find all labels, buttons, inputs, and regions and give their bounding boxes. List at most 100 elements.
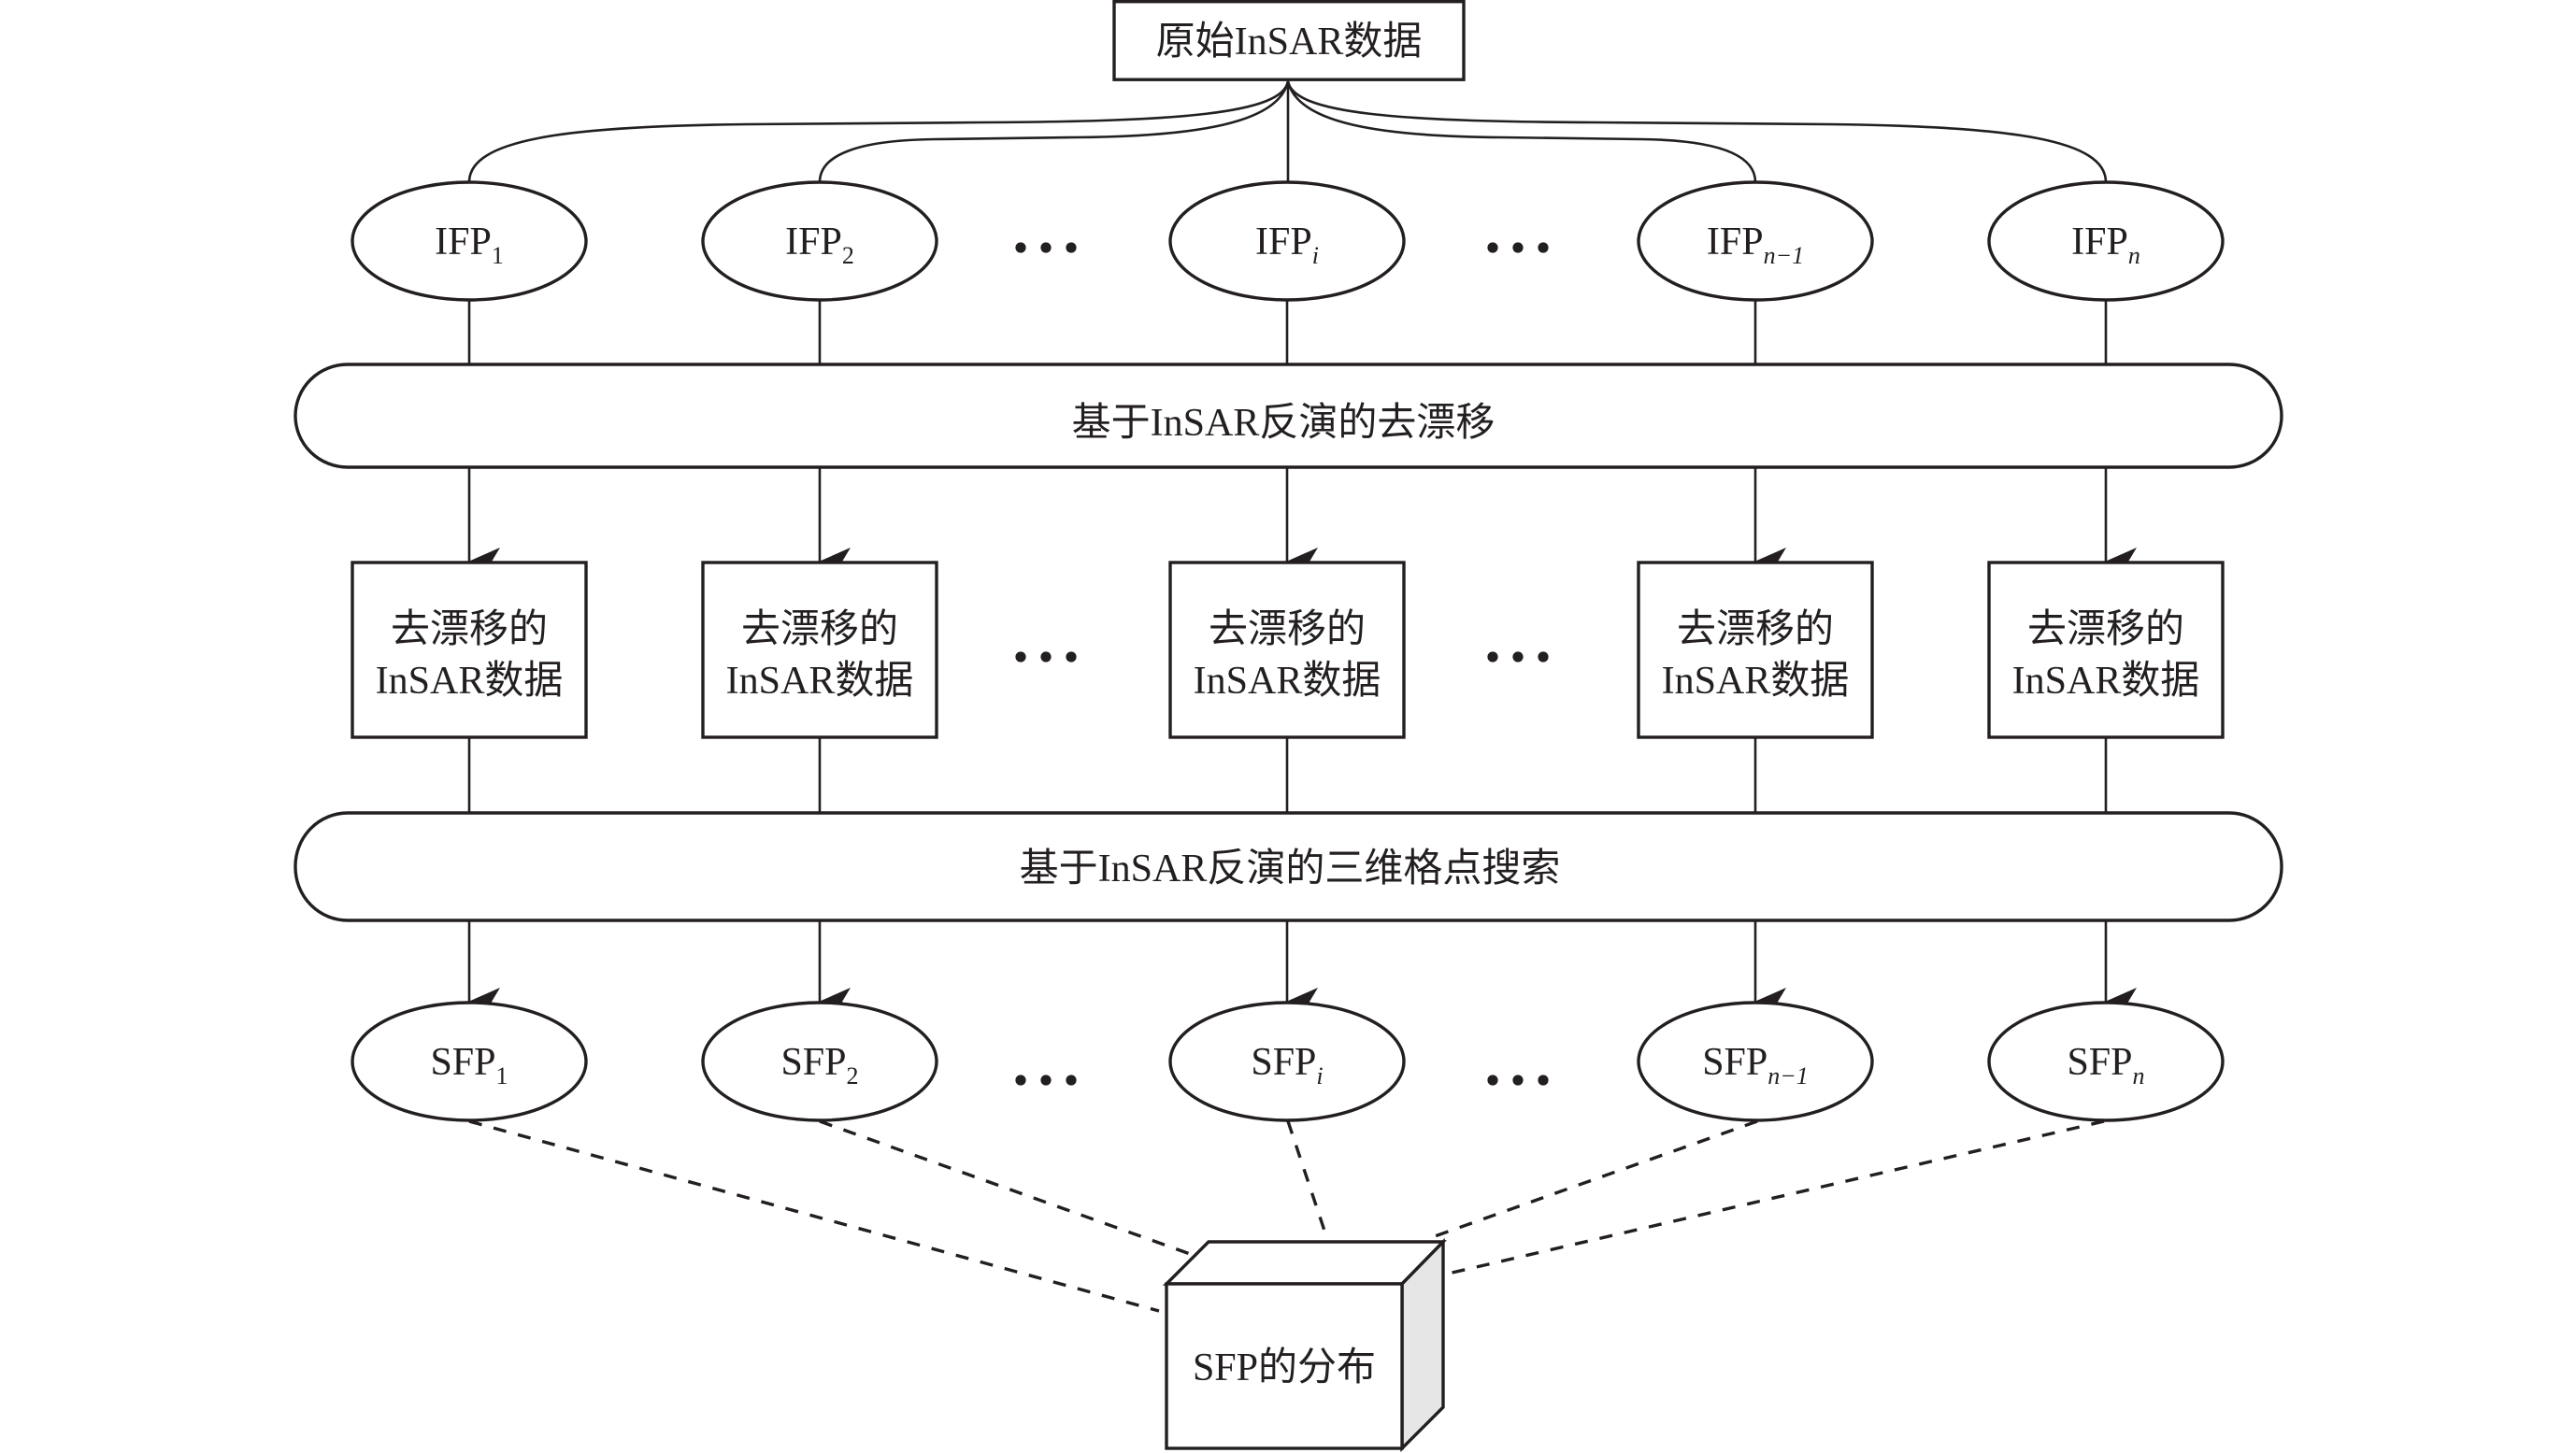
ellipsis-icon (1015, 242, 1077, 253)
sfp-to-distribution-links (468, 1119, 2105, 1313)
ellipsis-dot (1512, 242, 1524, 253)
dashed-link-sfpi (1286, 1120, 1327, 1234)
detrended-data-box-line1: 去漂移的 (1209, 608, 1366, 651)
ifp-label-subscript: n−1 (1764, 242, 1805, 269)
ifp-label: IFPi (1255, 221, 1319, 269)
detrended-data-box: 去漂移的 InSAR数据 (1987, 561, 2225, 739)
process-band-detrend: 基于InSAR反演的去漂移 (293, 363, 2283, 469)
ellipsis-dot (1015, 1075, 1026, 1086)
ifp-node: IFPn (1987, 180, 2225, 302)
ellipsis-dot (1487, 1075, 1498, 1086)
detrended-data-box-line1: 去漂移的 (391, 608, 548, 651)
sfp-label: SFP1 (430, 1041, 508, 1090)
detrended-data-box: 去漂移的 InSAR数据 (1168, 561, 1406, 739)
detrended-data-box-shape (351, 561, 588, 739)
connector-source-ifpn (1286, 80, 2108, 183)
connector-source-ifp2 (818, 80, 1290, 183)
detrended-data-box-line2: InSAR数据 (2012, 660, 2200, 703)
ellipsis-markers (1015, 242, 1549, 1086)
ifp-label: IFP2 (785, 221, 854, 269)
sfp-ellipse (1987, 1001, 2225, 1122)
ifp-node: IFP1 (351, 180, 588, 302)
detrended-data-box-shape (1987, 561, 2225, 739)
fan-out-connectors (467, 80, 2108, 183)
ifp-label-subscript: i (1312, 242, 1319, 269)
ellipsis-dot (1040, 242, 1052, 253)
cube-top-face (1162, 1240, 1448, 1286)
process-band-grid-search-label: 基于InSAR反演的三维格点搜索 (1020, 848, 1561, 890)
sfp-node: SFP2 (701, 1001, 938, 1122)
ifp-label-base: IFP (2071, 221, 2128, 264)
ellipsis-dot (1538, 242, 1549, 253)
detrended-data-box-shape (1637, 561, 1874, 739)
ifp-label-subscript: 1 (492, 242, 504, 269)
ifp-label-subscript: n (2128, 242, 2140, 269)
ellipsis-icon (1015, 1075, 1077, 1086)
sfp-label: SFPn−1 (1702, 1041, 1809, 1090)
source-node: 原始InSAR数据 (1112, 0, 1466, 81)
process-band-grid-search-shape (293, 811, 2283, 922)
sfp-node: SFPi (1168, 1001, 1406, 1122)
detrended-data-box-line1: 去漂移的 (741, 608, 898, 651)
band2-to-sfp-arrows (467, 921, 2137, 1016)
connector-source-ifp1 (467, 80, 1290, 183)
ellipsis-dot (1538, 651, 1549, 662)
sfp-node: SFPn−1 (1637, 1001, 1874, 1122)
sfp-label-base: SFP (2067, 1041, 2132, 1084)
ifp-label-base: IFP (785, 221, 842, 264)
connector-source-ifpn-1 (1286, 80, 1757, 183)
detrended-data-box: 去漂移的 InSAR数据 (701, 561, 938, 739)
detrended-data-box-line2: InSAR数据 (726, 660, 914, 703)
sfp-node: SFPn (1987, 1001, 2225, 1122)
sfp-label-subscript: n (2133, 1062, 2145, 1090)
ifp-label-subscript: 2 (842, 242, 854, 269)
ifp-label-base: IFP (435, 221, 492, 264)
ellipsis-dot (1066, 242, 1077, 253)
sfp-label-subscript: 2 (847, 1062, 859, 1090)
ifp-label: IFPn−1 (1707, 221, 1804, 269)
ifp-to-band-connectors (467, 300, 2108, 364)
sfp-label-subscript: 1 (496, 1062, 508, 1090)
ellipsis-dot (1066, 651, 1077, 662)
dashed-link-sfp1 (468, 1119, 1160, 1313)
cube-front-face (1165, 1282, 1404, 1450)
ellipsis-dot (1512, 651, 1524, 662)
ellipsis-dot (1512, 1075, 1524, 1086)
detrended-data-box-line2: InSAR数据 (1662, 660, 1850, 703)
dashed-link-sfp2 (819, 1119, 1194, 1257)
process-band-detrend-label: 基于InSAR反演的去漂移 (1072, 402, 1496, 445)
band1-to-box-arrows (467, 468, 2137, 576)
ifp-label: IFPn (2071, 221, 2140, 269)
ellipsis-dot (1066, 1075, 1077, 1086)
sfp-label-subscript: n−1 (1767, 1062, 1809, 1090)
ifp-node: IFPi (1168, 180, 1406, 302)
ifp-node: IFPn−1 (1637, 180, 1874, 302)
source-node-box (1112, 0, 1466, 81)
sfp-label: SFPi (1251, 1041, 1323, 1090)
sfp-label-base: SFP (780, 1041, 846, 1084)
detrended-data-box: 去漂移的 InSAR数据 (1637, 561, 1874, 739)
sfp-node: SFP1 (351, 1001, 588, 1122)
box-to-band-connectors (467, 737, 2108, 813)
ellipsis-dot (1040, 1075, 1052, 1086)
detrended-data-box-line2: InSAR数据 (1194, 660, 1381, 703)
sfp-label-base: SFP (1702, 1041, 1767, 1084)
detrended-data-box-shape (701, 561, 938, 739)
ellipsis-dot (1487, 242, 1498, 253)
sfp-label-base: SFP (1251, 1041, 1316, 1084)
ifp-label: IFP1 (435, 221, 504, 269)
ellipsis-icon (1487, 242, 1549, 253)
detrended-data-row: 去漂移的InSAR数据去漂移的InSAR数据去漂移的InSAR数据去漂移的InS… (351, 561, 2225, 739)
sfp-label-base: SFP (430, 1041, 495, 1084)
ellipsis-dot (1538, 1075, 1549, 1086)
sfp-ellipse (351, 1001, 588, 1122)
process-band-grid-search: 基于InSAR反演的三维格点搜索 (293, 811, 2283, 922)
detrended-data-box-line1: 去漂移的 (1677, 608, 1834, 651)
ellipsis-dot (1487, 651, 1498, 662)
ellipsis-icon (1487, 1075, 1549, 1086)
ifp-label-base: IFP (1707, 221, 1764, 264)
detrended-data-box-line1: 去漂移的 (2027, 608, 2184, 651)
